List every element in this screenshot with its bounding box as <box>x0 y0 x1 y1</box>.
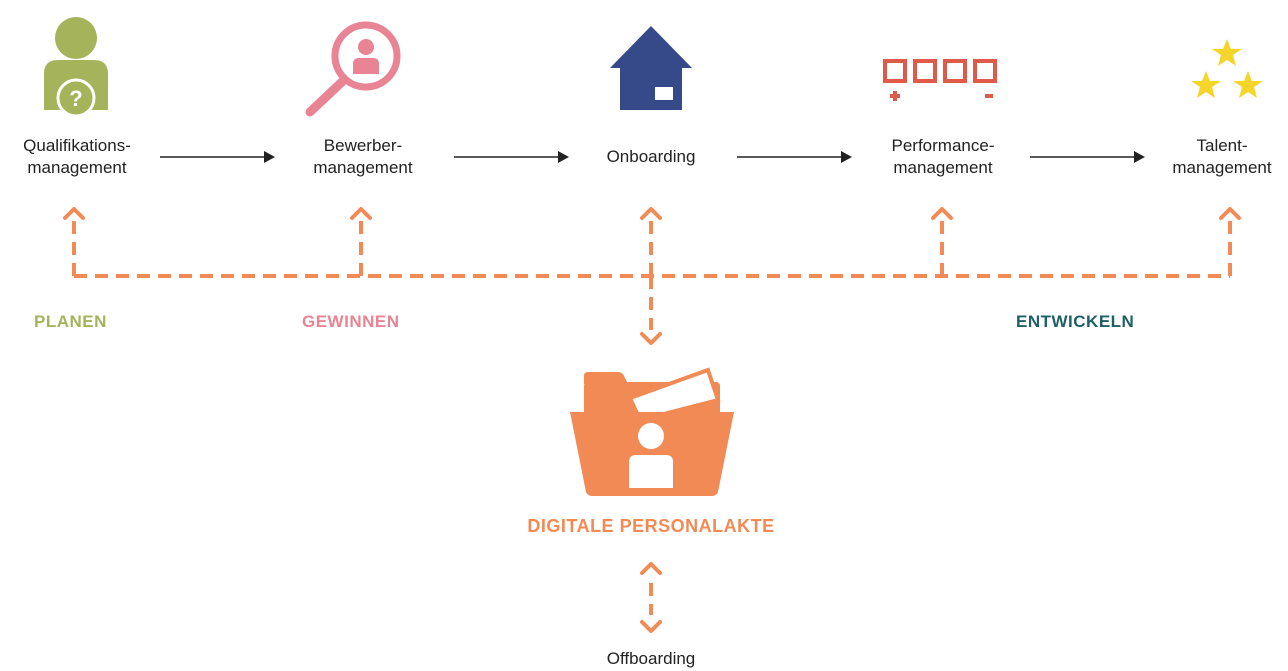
chevron-down-icon <box>640 332 662 345</box>
step-label-line2: management <box>313 158 413 177</box>
step-label-onboarding: Onboarding <box>578 146 724 168</box>
phase-label-entwickeln: ENTWICKELN <box>1016 312 1135 331</box>
phase-label-planen: PLANEN <box>34 312 107 331</box>
step-label-line1: Onboarding <box>606 147 696 166</box>
chevrons <box>63 207 1241 633</box>
step-label-bewerbermanagement: Bewerber- management <box>290 135 436 179</box>
arrow-step4-step5 <box>1030 151 1145 163</box>
magnifier-person-icon <box>305 21 401 117</box>
three-stars-icon <box>1191 39 1263 98</box>
arrow-step2-step3 <box>454 151 569 163</box>
step-label-qualifikationsmanagement: Qualifikations- management <box>4 135 150 179</box>
plus-minus-boxes-icon <box>883 59 997 101</box>
phase-label-gewinnen: GEWINNEN <box>302 312 400 331</box>
dashed-connectors <box>72 220 1232 615</box>
folder-person-icon <box>570 367 734 496</box>
step-label-line1: Bewerber- <box>323 136 403 155</box>
center-title: DIGITALE PERSONALAKTE <box>527 516 775 536</box>
process-arrows <box>160 151 1145 163</box>
step-label-line1: Talent- <box>1196 136 1248 155</box>
chevron-up-icon <box>640 207 662 220</box>
step-label-line1: Qualifikations- <box>23 136 131 155</box>
step-label-line2: management <box>1172 158 1272 177</box>
step-label-line2: management <box>893 158 993 177</box>
chevron-up-icon <box>931 207 953 220</box>
chevron-up-icon <box>63 207 85 220</box>
step-label-line2: management <box>27 158 127 177</box>
step-label-performancemanagement: Performance- management <box>870 135 1016 179</box>
step-label-line1: Performance- <box>891 136 995 155</box>
step-label-talentmanagement: Talent- management <box>1160 135 1284 179</box>
offboarding-label: Offboarding <box>606 649 696 668</box>
chevron-up-icon <box>350 207 372 220</box>
svg-text:?: ? <box>69 86 82 111</box>
person-question-icon: ? <box>44 17 108 118</box>
arrow-step3-step4 <box>737 151 852 163</box>
arrow-step1-step2 <box>160 151 275 163</box>
chevron-down-icon <box>640 620 662 633</box>
house-icon <box>610 26 692 110</box>
chevron-up-icon <box>1219 207 1241 220</box>
chevron-up-icon <box>640 562 662 575</box>
